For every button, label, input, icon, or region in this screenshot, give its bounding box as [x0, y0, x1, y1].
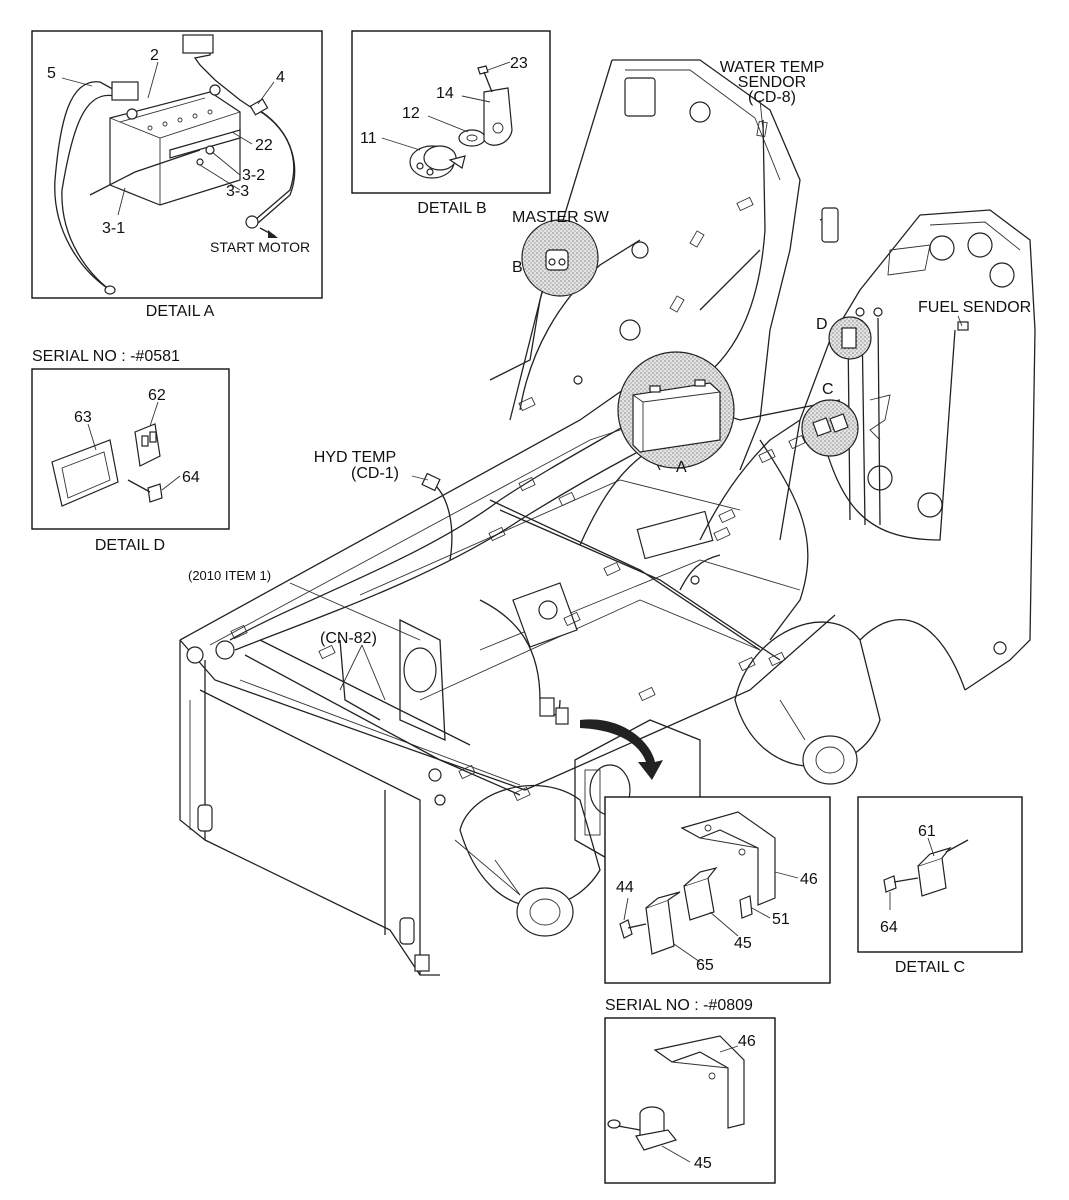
- detail-d: SERIAL NO : -#0581 62 63 64 DETAIL D: [31, 348, 230, 554]
- detail-d-label-62: 62: [148, 387, 166, 404]
- flasher-unit-icon: [645, 899, 675, 955]
- detail-a-caption: DETAIL A: [146, 303, 215, 320]
- cn82-label: (CN-82): [320, 630, 377, 647]
- callout-circle-c: [801, 399, 859, 457]
- callout-water-temp: WATER TEMP SENDOR (CD-8): [720, 59, 825, 106]
- callout-leaders: [289, 99, 963, 701]
- callout-hyd-temp: HYD TEMP (CD-1): [314, 449, 399, 482]
- detail-a-label-3-3: 3-3: [226, 183, 249, 200]
- callout-letter-c: C: [822, 381, 834, 398]
- master-sw-label: MASTER SW: [512, 209, 610, 226]
- detail-b-label-23: 23: [510, 55, 528, 72]
- detail-a-label-3-1: 3-1: [102, 220, 125, 237]
- serial-0809-label-46: 46: [738, 1033, 756, 1050]
- relay-icon: [683, 877, 715, 921]
- detail-a-label-3-2: 3-2: [242, 167, 265, 184]
- detail-c-label-64: 64: [880, 919, 898, 936]
- detail-a-label-5: 5: [47, 65, 56, 82]
- detail-d-serial: SERIAL NO : -#0581: [32, 348, 180, 365]
- callout-circle-d: [828, 316, 872, 360]
- callout-letter-d: D: [816, 316, 828, 333]
- detail-b-label-11: 11: [360, 130, 377, 147]
- detail-arrow-icon: [580, 719, 663, 780]
- relay-label-45: 45: [734, 935, 752, 952]
- detail-a-label-4: 4: [276, 69, 285, 86]
- detail-c-caption: DETAIL C: [895, 959, 965, 976]
- relay-label-44: 44: [616, 879, 634, 896]
- serial-0809-label: SERIAL NO : -#0809: [605, 997, 753, 1014]
- bracket-0809-icon: [653, 1035, 745, 1129]
- detail-c-label-61: 61: [918, 823, 936, 840]
- detail-a-label-start-motor: START MOTOR: [210, 239, 310, 255]
- hyd-temp-line-1: HYD TEMP: [314, 449, 396, 466]
- detail-a-label-22: 22: [255, 137, 273, 154]
- water-temp-line-2: SENDOR: [738, 74, 806, 91]
- bracket-plate-icon: [51, 439, 119, 507]
- detail-d-label-64: 64: [182, 469, 200, 486]
- wire-harness: [229, 119, 969, 802]
- serial-0809-label-45: 45: [694, 1155, 712, 1172]
- detail-b-label-12: 12: [402, 105, 420, 122]
- callout-letter-a: A: [676, 459, 687, 476]
- detail-relay: 44 46 51 45 65: [604, 796, 831, 984]
- relay-label-51: 51: [772, 911, 790, 928]
- detail-a-label-2: 2: [150, 47, 159, 64]
- relay-c-icon: [917, 857, 947, 897]
- detail-serial-0809: SERIAL NO : -#0809 46 45: [604, 997, 776, 1184]
- detail-b: 23 14 12 11 DETAIL B: [351, 30, 551, 217]
- callout-circle-b: [521, 219, 599, 297]
- water-temp-line-3: (CD-8): [748, 89, 796, 106]
- detail-a: 5 2 4 22 3-2 3-3 3-1 START MOTOR DETAIL …: [31, 30, 323, 320]
- water-temp-line-1: WATER TEMP: [720, 59, 825, 76]
- fuel-sendor-label: FUEL SENDOR: [918, 299, 1031, 316]
- detail-d-caption: DETAIL D: [95, 537, 165, 554]
- item-2010-label: (2010 ITEM 1): [188, 568, 271, 583]
- relay-label-65: 65: [696, 957, 714, 974]
- detail-b-label-14: 14: [436, 85, 454, 102]
- callout-circle-a: [617, 351, 735, 469]
- detail-c: 61 64 DETAIL C: [857, 796, 1023, 976]
- detail-b-caption: DETAIL B: [417, 200, 486, 217]
- callout-letter-b: B: [512, 259, 523, 276]
- relay-label-46: 46: [800, 871, 818, 888]
- detail-d-label-63: 63: [74, 409, 92, 426]
- hyd-temp-line-2: (CD-1): [351, 465, 399, 482]
- relay-bracket-icon: [680, 811, 776, 906]
